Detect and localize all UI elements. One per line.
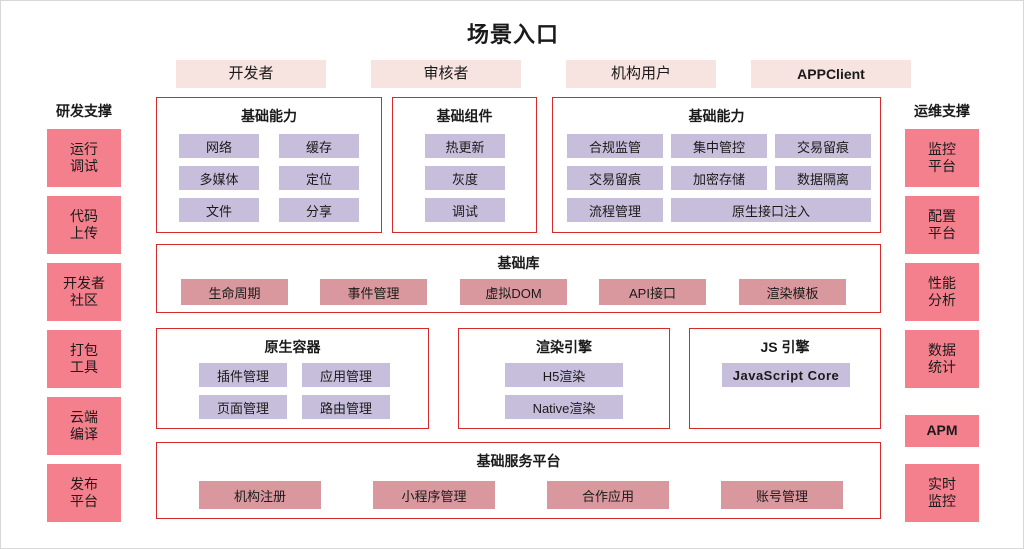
left-column-heading: 研发支撑 bbox=[56, 103, 112, 119]
group-basic-capability-left: 基础能力 网络 缓存 多媒体 定位 文件 分享 bbox=[156, 97, 382, 233]
group-native-container: 原生容器 插件管理 应用管理 页面管理 路由管理 bbox=[156, 328, 429, 429]
group-basic-components: 基础组件 热更新 灰度 调试 bbox=[392, 97, 537, 233]
chip-javascript-core[interactable]: JavaScript Core bbox=[722, 363, 850, 387]
chip-data-isolation[interactable]: 数据隔离 bbox=[775, 166, 871, 190]
right-chip-realtime-monitoring[interactable]: 实时 监控 bbox=[905, 464, 979, 522]
left-chip-developer-community-line1: 开发者 bbox=[63, 274, 105, 291]
group-basic-library-title: 基础库 bbox=[497, 255, 540, 271]
chip-partner-application[interactable]: 合作应用 bbox=[547, 481, 669, 509]
group-basic-components-title: 基础组件 bbox=[436, 108, 493, 124]
chip-process-management[interactable]: 流程管理 bbox=[567, 198, 663, 222]
chip-network[interactable]: 网络 bbox=[179, 134, 259, 158]
chip-page-management[interactable]: 页面管理 bbox=[199, 395, 287, 419]
right-chip-apm-line1: APM bbox=[926, 422, 958, 439]
chip-render-template[interactable]: 渲染模板 bbox=[739, 279, 846, 305]
chip-encrypted-storage[interactable]: 加密存储 bbox=[671, 166, 767, 190]
chip-grayscale[interactable]: 灰度 bbox=[425, 166, 505, 190]
right-chip-performance-analysis-line2: 分析 bbox=[928, 292, 956, 308]
right-chip-data-statistics-line1: 数据 bbox=[928, 341, 956, 358]
left-chip-runtime-debug-line1: 运行 bbox=[70, 140, 98, 157]
group-basic-capability-left-title: 基础能力 bbox=[241, 108, 297, 124]
left-chip-developer-community-line2: 社区 bbox=[70, 292, 98, 308]
chip-location[interactable]: 定位 bbox=[279, 166, 359, 190]
chip-event-management[interactable]: 事件管理 bbox=[320, 279, 427, 305]
group-js-engine-title: JS 引擎 bbox=[760, 339, 810, 355]
group-js-engine: JS 引擎 JavaScript Core bbox=[689, 328, 881, 429]
left-chip-packaging-tool[interactable]: 打包 工具 bbox=[47, 330, 121, 388]
chip-institution-registration[interactable]: 机构注册 bbox=[199, 481, 321, 509]
chip-file[interactable]: 文件 bbox=[179, 198, 259, 222]
left-chip-cloud-compile-line2: 编译 bbox=[70, 426, 98, 442]
chip-miniprogram-management[interactable]: 小程序管理 bbox=[373, 481, 495, 509]
chip-native-render[interactable]: Native渲染 bbox=[505, 395, 623, 419]
chip-account-management[interactable]: 账号管理 bbox=[721, 481, 843, 509]
actor-tag-developer[interactable]: 开发者 bbox=[176, 60, 326, 88]
right-chip-realtime-monitoring-line2: 监控 bbox=[928, 493, 956, 509]
chip-lifecycle[interactable]: 生命周期 bbox=[181, 279, 288, 305]
left-chip-developer-community[interactable]: 开发者 社区 bbox=[47, 263, 121, 321]
chip-compliance-supervision[interactable]: 合规监管 bbox=[567, 134, 663, 158]
right-chip-monitoring-platform[interactable]: 监控 平台 bbox=[905, 129, 979, 187]
chip-debug[interactable]: 调试 bbox=[425, 198, 505, 222]
left-chip-code-upload-line1: 代码 bbox=[70, 207, 98, 224]
actor-tag-reviewer[interactable]: 审核者 bbox=[371, 60, 521, 88]
right-chip-data-statistics[interactable]: 数据 统计 bbox=[905, 330, 979, 388]
chip-multimedia[interactable]: 多媒体 bbox=[179, 166, 259, 190]
right-chip-apm[interactable]: APM bbox=[905, 415, 979, 447]
right-chip-config-platform-line1: 配置 bbox=[928, 207, 956, 224]
left-chip-packaging-tool-line1: 打包 bbox=[70, 341, 98, 358]
right-chip-performance-analysis[interactable]: 性能 分析 bbox=[905, 263, 979, 321]
group-native-container-title: 原生容器 bbox=[264, 339, 321, 355]
left-chip-cloud-compile[interactable]: 云端 编译 bbox=[47, 397, 121, 455]
actor-tag-appclient[interactable]: APPClient bbox=[751, 60, 911, 88]
chip-transaction-trace-2[interactable]: 交易留痕 bbox=[567, 166, 663, 190]
group-basic-service-platform: 基础服务平台 机构注册 小程序管理 合作应用 账号管理 bbox=[156, 442, 881, 519]
left-chip-code-upload-line2: 上传 bbox=[70, 225, 98, 241]
chip-route-management[interactable]: 路由管理 bbox=[302, 395, 390, 419]
left-chip-packaging-tool-line2: 工具 bbox=[70, 359, 98, 375]
left-chip-release-platform[interactable]: 发布 平台 bbox=[47, 464, 121, 522]
chip-centralized-control[interactable]: 集中管控 bbox=[671, 134, 767, 158]
right-chip-data-statistics-line2: 统计 bbox=[928, 359, 956, 375]
right-chip-performance-analysis-line1: 性能 bbox=[928, 274, 956, 291]
group-basic-capability-right-title: 基础能力 bbox=[688, 108, 745, 124]
group-basic-service-platform-title: 基础服务平台 bbox=[476, 453, 561, 469]
left-chip-cloud-compile-line1: 云端 bbox=[70, 408, 98, 425]
left-chip-release-platform-line1: 发布 bbox=[70, 475, 98, 492]
chip-share[interactable]: 分享 bbox=[279, 198, 359, 222]
right-chip-config-platform-line2: 平台 bbox=[928, 225, 956, 241]
right-chip-config-platform[interactable]: 配置 平台 bbox=[905, 196, 979, 254]
page-title: 场景入口 bbox=[466, 22, 559, 47]
chip-native-interface-injection[interactable]: 原生接口注入 bbox=[671, 198, 871, 222]
chip-virtual-dom[interactable]: 虚拟DOM bbox=[460, 279, 567, 305]
left-chip-runtime-debug[interactable]: 运行 调试 bbox=[47, 129, 121, 187]
chip-api-interface[interactable]: API接口 bbox=[599, 279, 706, 305]
chip-h5-render[interactable]: H5渲染 bbox=[505, 363, 623, 387]
group-basic-library: 基础库 生命周期 事件管理 虚拟DOM API接口 渲染模板 bbox=[156, 244, 881, 313]
left-chip-code-upload[interactable]: 代码 上传 bbox=[47, 196, 121, 254]
group-basic-capability-right: 基础能力 合规监管 集中管控 交易留痕 交易留痕 加密存储 数据隔离 流程管理 … bbox=[552, 97, 881, 233]
right-chip-monitoring-platform-line2: 平台 bbox=[928, 158, 956, 174]
right-chip-realtime-monitoring-line1: 实时 bbox=[928, 475, 956, 492]
chip-plugin-management[interactable]: 插件管理 bbox=[199, 363, 287, 387]
chip-application-management[interactable]: 应用管理 bbox=[302, 363, 390, 387]
left-chip-runtime-debug-line2: 调试 bbox=[70, 158, 98, 174]
group-render-engine: 渲染引擎 H5渲染 Native渲染 bbox=[458, 328, 670, 429]
left-chip-release-platform-line2: 平台 bbox=[70, 493, 98, 509]
chip-cache[interactable]: 缓存 bbox=[279, 134, 359, 158]
group-render-engine-title: 渲染引擎 bbox=[536, 339, 592, 355]
right-chip-monitoring-platform-line1: 监控 bbox=[928, 140, 956, 157]
chip-transaction-trace-1[interactable]: 交易留痕 bbox=[775, 134, 871, 158]
right-column-heading: 运维支撑 bbox=[914, 103, 970, 119]
actor-tag-institution-user[interactable]: 机构用户 bbox=[566, 60, 716, 88]
chip-hot-update[interactable]: 热更新 bbox=[425, 134, 505, 158]
